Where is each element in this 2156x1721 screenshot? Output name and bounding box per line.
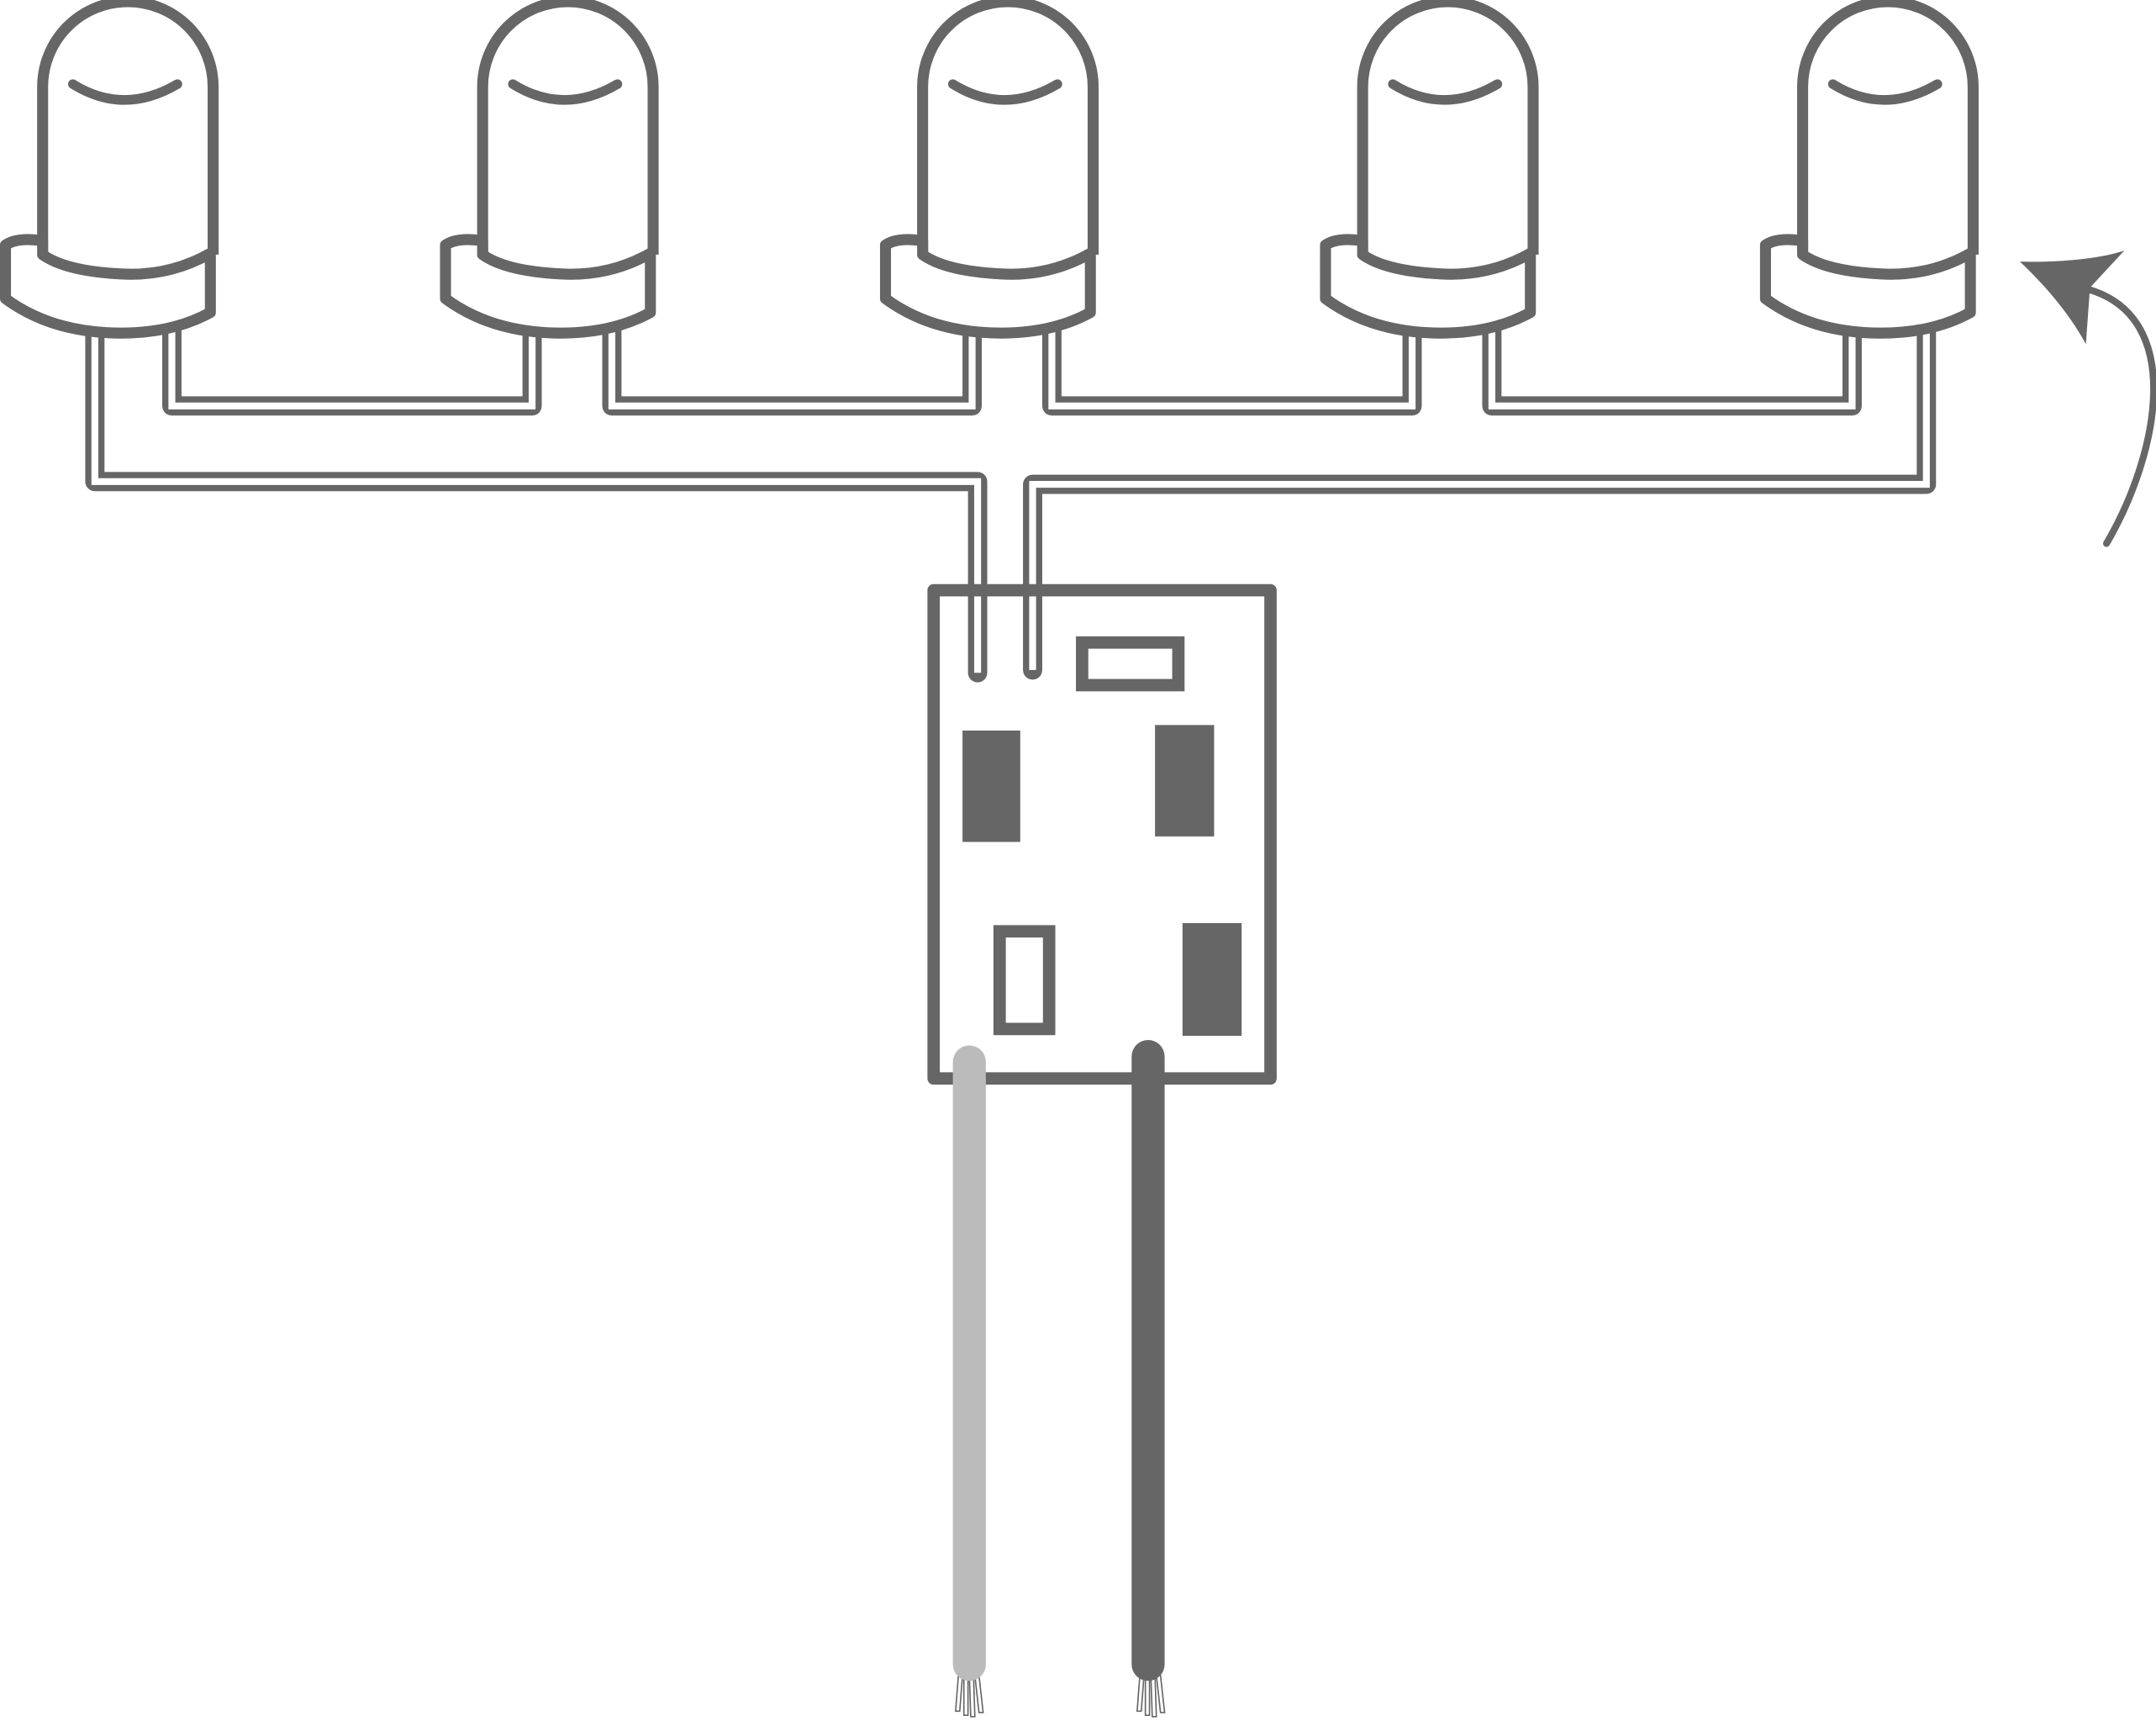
board-component-top [1076, 636, 1185, 692]
wire-4 [1482, 314, 1862, 416]
led-icon [1759, 0, 1979, 339]
power-wire-dark [1131, 1039, 1166, 1718]
led-icon [879, 0, 1099, 339]
led-wiring [85, 314, 1937, 683]
wire-2 [602, 314, 982, 416]
circuit-board [927, 583, 1277, 1085]
power-wire-light [952, 1045, 986, 1718]
wire-6 [1023, 314, 1937, 680]
wire-3 [1041, 314, 1422, 416]
led-row [0, 0, 1979, 339]
board-component-right [1155, 725, 1215, 837]
board-component-left [962, 730, 1020, 842]
wire-5 [85, 314, 988, 683]
board-component-bottom-left [993, 925, 1056, 1036]
wire-1 [162, 314, 542, 416]
led-icon [0, 0, 219, 339]
led-icon [1320, 0, 1539, 339]
board-component-bottom-right [1182, 922, 1242, 1037]
led-icon [440, 0, 659, 339]
rotation-arrow-icon [2020, 251, 2156, 547]
